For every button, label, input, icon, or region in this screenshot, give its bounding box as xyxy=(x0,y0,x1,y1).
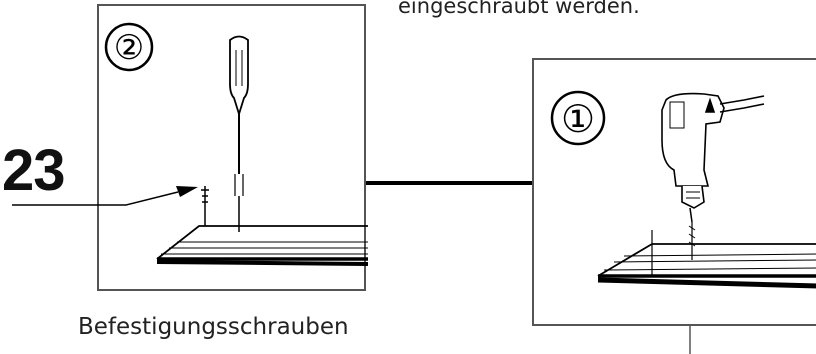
step-2-panel: ② xyxy=(97,4,369,291)
screw-icon xyxy=(201,186,209,226)
part-caption: Befestigungsschrauben xyxy=(78,314,349,340)
step-2-illustration: ② xyxy=(104,22,369,266)
step-1-number: ① xyxy=(561,97,595,141)
step-2-number: ② xyxy=(114,28,144,68)
screwdriver-icon xyxy=(229,35,249,232)
step-1-circle xyxy=(550,90,606,146)
board-icon xyxy=(597,230,816,289)
drill-icon xyxy=(661,92,765,260)
step-1-panel: ① xyxy=(532,58,816,326)
step-1-illustration: ① xyxy=(550,90,816,289)
part-leader-line xyxy=(12,191,179,206)
instruction-text: eingeschraubt werden. xyxy=(398,0,640,18)
arrow-head-icon xyxy=(176,186,198,197)
step-2-circle xyxy=(104,22,154,72)
part-number-label: 23 xyxy=(2,138,66,203)
board-icon xyxy=(156,225,369,266)
